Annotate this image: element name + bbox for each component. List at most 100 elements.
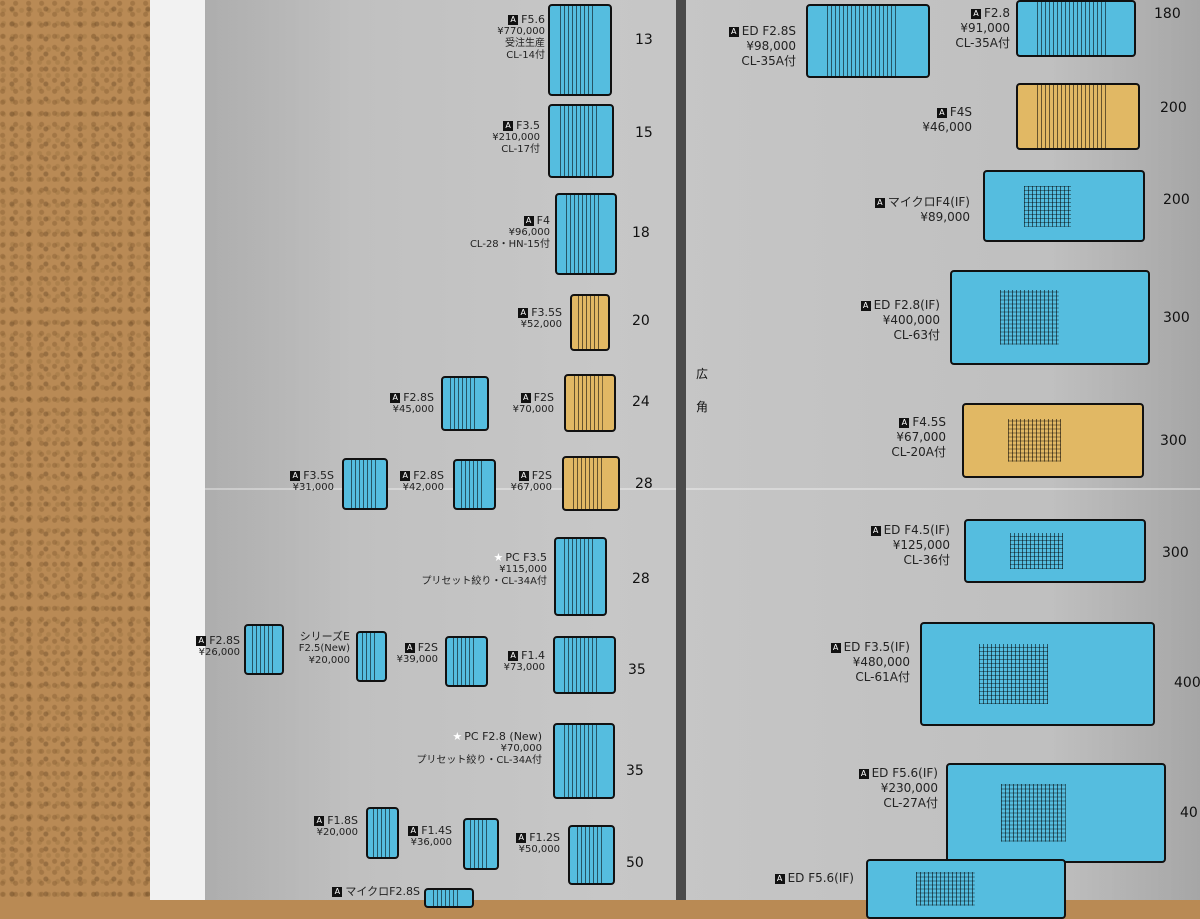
lens-name: シリーズE: [280, 631, 350, 643]
lens-text: ED F3.5(IF): [843, 640, 910, 654]
lens-text: ¥70,000: [512, 404, 554, 415]
focal-length: 28: [632, 571, 650, 587]
lens-text: ¥73,000: [503, 662, 545, 673]
focal-length: 200: [1163, 192, 1190, 208]
ai-badge-icon: A: [404, 643, 415, 653]
lens-text: ¥125,000: [892, 538, 950, 552]
lens-detail: ¥46,000: [900, 120, 972, 135]
lens-text: ED F4.5(IF): [883, 523, 950, 537]
lens-illustration: [366, 807, 399, 859]
lens-detail: CL-14付: [390, 50, 545, 62]
lens-text: F1.4S: [421, 824, 452, 837]
lens-illustration: [1016, 0, 1136, 57]
ai-badge-icon: A: [899, 417, 910, 428]
lens-illustration: [548, 4, 612, 96]
ai-badge-icon: A: [774, 873, 785, 884]
lens-illustration: [553, 723, 615, 799]
lens-detail: ¥67,000: [860, 430, 946, 445]
lens-text: CL-35A付: [955, 36, 1010, 50]
lens-detail: ¥36,000: [390, 837, 452, 849]
lens-text: ¥36,000: [410, 837, 452, 848]
lens-text: F2.8: [984, 6, 1010, 20]
lens-text: ¥52,000: [520, 319, 562, 330]
lens-text: CL-35A付: [741, 54, 796, 68]
lens-detail: ¥115,000: [380, 564, 547, 576]
focal-length: 300: [1160, 433, 1187, 449]
ai-badge-icon: A: [408, 826, 419, 836]
lens-illustration: [441, 376, 489, 431]
lens-detail: ¥98,000: [700, 39, 796, 54]
ai-badge-icon: A: [516, 833, 527, 843]
ai-badge-icon: A: [728, 26, 739, 37]
lens-detail: ¥20,000: [290, 827, 358, 839]
ai-badge-icon: A: [830, 642, 841, 653]
ai-badge-icon: A: [518, 471, 529, 481]
lens-detail: ¥770,000: [390, 26, 545, 38]
lens-text: ¥70,000: [500, 743, 542, 754]
star-icon: ★: [493, 551, 504, 564]
lens-text: ¥20,000: [316, 827, 358, 838]
lens-detail: ¥52,000: [390, 319, 562, 331]
lens-text: ED F5.6(IF): [787, 871, 854, 885]
lens-text: F4: [536, 214, 550, 227]
ai-badge-icon: A: [936, 107, 947, 118]
lens-text: F1.8S: [327, 814, 358, 827]
lens-detail: ¥89,000: [830, 210, 970, 225]
focal-length: 400: [1174, 675, 1200, 691]
lens-text: F2.8S: [403, 391, 434, 404]
section-label-angle: 角: [696, 400, 709, 414]
section-label-wide: 広: [696, 367, 709, 381]
focal-length: 18: [632, 225, 650, 241]
lens-text: CL-20A付: [891, 445, 946, 459]
lens-text: ¥45,000: [392, 404, 434, 415]
paper-fold: [205, 488, 1200, 490]
lens-illustration: [1016, 83, 1140, 150]
lens-illustration: [342, 458, 388, 510]
lens-detail: 受注生産: [390, 38, 545, 50]
lens-detail: ¥73,000: [480, 662, 545, 674]
ai-badge-icon: A: [503, 121, 514, 131]
lens-text: CL-36付: [903, 553, 950, 567]
lens-text: F2.8S: [413, 469, 444, 482]
focal-length: 180: [1154, 6, 1181, 22]
lens-text: ¥400,000: [882, 313, 940, 327]
lens-text: F2S: [531, 469, 552, 482]
lens-text: ¥46,000: [922, 120, 972, 134]
lens-illustration: [983, 170, 1145, 242]
lens-detail: ¥45,000: [330, 404, 434, 416]
lens-illustration: [562, 456, 620, 511]
ai-badge-icon: A: [971, 8, 981, 19]
lens-text: CL-17付: [501, 144, 540, 155]
ai-badge-icon: A: [390, 393, 401, 403]
lens-illustration: [555, 193, 617, 275]
lens-illustration: [356, 631, 387, 682]
lens-text: ¥770,000: [497, 26, 545, 37]
lens-detail: ¥400,000: [810, 313, 940, 328]
center-divider: [676, 0, 686, 900]
lens-text: プリセット絞り・CL-34A付: [416, 755, 542, 766]
lens-detail: ¥42,000: [340, 482, 444, 494]
